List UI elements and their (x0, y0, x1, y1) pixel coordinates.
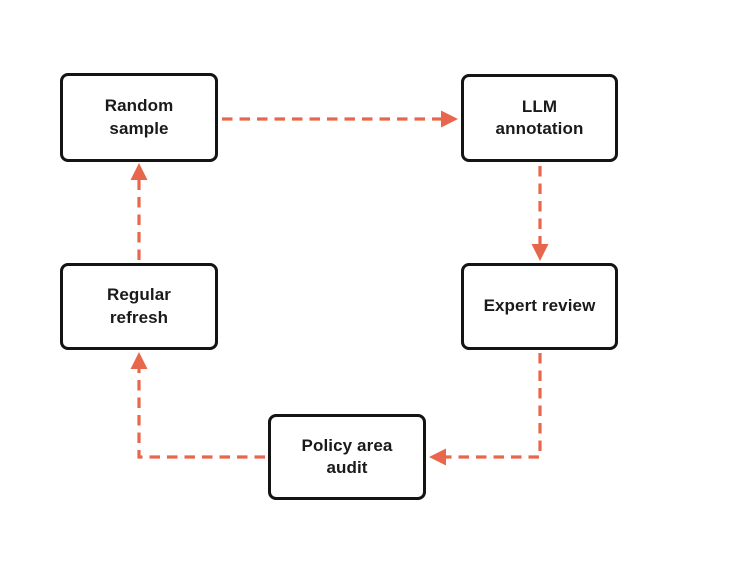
arrow-policy-area-audit-to-regular-refresh (130, 352, 265, 459)
node-llm-annotation: LLM annotation (461, 74, 618, 162)
arrowhead-down-icon (531, 244, 549, 261)
arrow-regular-refresh-to-random-sample (130, 163, 148, 260)
arrowhead-right-icon (441, 110, 458, 128)
node-llm-annotation-label: LLM annotation (495, 96, 584, 138)
node-random-sample: Random sample (60, 73, 218, 162)
arrow-random-sample-to-llm-annotation (222, 110, 458, 128)
arrowhead-up-icon (130, 352, 148, 369)
node-expert-review: Expert review (461, 263, 618, 350)
node-regular-refresh-label: Regular refresh (107, 285, 171, 327)
node-policy-area-audit-label: Policy area audit (301, 435, 393, 477)
node-regular-refresh: Regular refresh (60, 263, 218, 350)
arrowhead-left-icon (429, 448, 446, 466)
node-policy-area-audit: Policy area audit (268, 414, 426, 500)
node-random-sample-label: Random sample (104, 96, 174, 138)
arrow-expert-review-to-policy-area-audit (429, 353, 542, 466)
arrowhead-up-icon (130, 163, 148, 180)
node-expert-review-label: Expert review (483, 296, 596, 316)
arrow-llm-annotation-to-expert-review (531, 166, 549, 261)
